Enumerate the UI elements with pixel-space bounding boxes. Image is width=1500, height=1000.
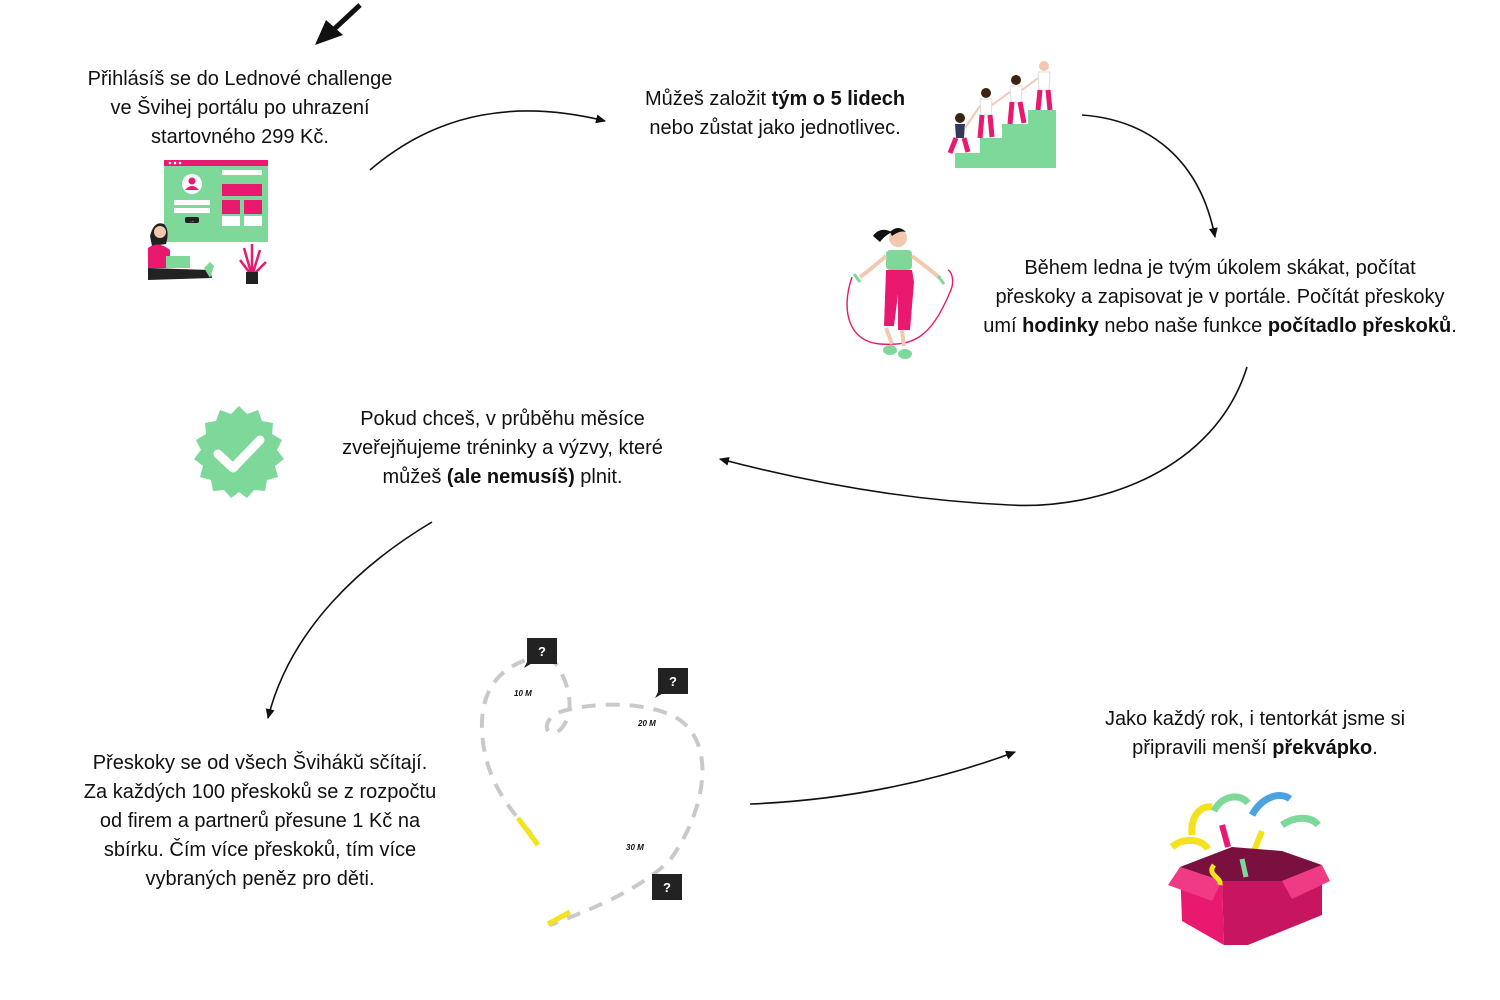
arrow-team-to-jumping [1081,114,1218,239]
emphasis-text: (ale nemusíš) [446,466,575,488]
arrow-trainings-to-counting [265,521,433,720]
text-line: vybraných peněz pro děti. [60,865,460,894]
text-segment: připravili menší [1132,737,1273,759]
text-segment: Jako každý rok, i tentorkát jsme si [1104,708,1406,730]
text-line: Přeskoky se od všech Švihákŭ sčítají. [60,749,460,778]
arrow-counting-to-surprise [749,750,1017,805]
text-segment: ve Švihej portálu po uhrazení [110,97,370,119]
text-line: sbírku. Čím více přeskoků, tím více [60,836,460,865]
step-registration-text: Přihlásíš se do Lednové challenge ve Švih… [60,65,420,152]
step-team-text: Můžeš založit tým o 5 lidech nebo zůstat … [610,85,940,143]
step-surprise-text: Jako každý rok, i tentorkát jsme si připr… [1070,705,1440,763]
registration-illustration: → [148,160,268,284]
text-segment: Pokud chceš, v průběhu měsíce [360,408,645,430]
marker-bubble-3: ? [652,874,682,900]
marker-symbol-3: ? [663,880,671,895]
text-segment: Můžeš založit [644,88,772,110]
text-line: přeskoky a zapisovat je v portále. Počít… [960,283,1480,312]
text-segment: umí [983,315,1023,337]
check-badge-icon [194,406,284,498]
text-segment: . [1451,315,1457,337]
text-segment: můžeš [382,466,447,488]
text-segment: nebo naše funkce [1098,315,1268,337]
distance-label-30m: 30 M [626,843,644,852]
text-segment: startovného 299 Kč. [151,126,329,148]
text-line: Přihlásíš se do Lednové challenge [60,65,420,94]
step-trainings-text: Pokud chceš, v průběhu měsíce zveřejňujem… [320,405,685,492]
start-pointer-arrow [315,3,362,45]
text-line: Za každých 100 přeskoků se z rozpočtu [60,778,460,807]
text-segment: Za každých 100 přeskoků se z rozpočtu [83,781,437,803]
text-segment: vybraných peněz pro děti. [145,868,375,890]
text-segment: nebo zůstat jako jednotlivec. [649,117,901,139]
text-line: ve Švihej portálu po uhrazení [60,94,420,123]
text-line: zveřejňujeme tréninky a výzvy, které [320,434,685,463]
text-line: můžeš (ale nemusíš) plnit. [320,463,685,492]
form-submit-label: → [190,218,195,224]
text-line: připravili menší překvápko. [1070,734,1440,763]
text-segment: Přihlásíš se do Lednové challenge [87,68,393,90]
marker-symbol-1: ? [538,644,546,659]
text-segment: od firem a partnerů přesune 1 Kč na [99,810,421,832]
jump-rope-illustration [846,228,954,359]
text-line: startovného 299 Kč. [60,123,420,152]
marker-symbol-2: ? [669,674,677,689]
gift-box-illustration [1168,792,1330,945]
distance-label-10m: 10 M [514,689,532,698]
text-line: od firem a partnerů přesune 1 Kč na [60,807,460,836]
text-segment: sbírku. Čím více přeskoků, tím více [103,839,417,861]
text-segment: Přeskoky se od všech Švihákŭ sčítají. [92,752,428,774]
distance-label-20m: 20 M [637,719,656,728]
text-segment: plnit. [574,466,623,488]
text-line: Můžeš založit tým o 5 lidech [610,85,940,114]
text-segment: . [1372,737,1378,759]
text-line: umí hodinky nebo naše funkce počítadlo p… [960,312,1480,341]
text-line: Jako každý rok, i tentorkát jsme si [1070,705,1440,734]
route-map-illustration: ? ? ? 10 M 20 M 30 M [479,638,705,927]
emphasis-text: tým o 5 lidech [771,88,906,110]
team-stairs-illustration [947,61,1056,168]
text-line: Během ledna je tvým úkolem skákat, počít… [960,254,1480,283]
step-counting-text: Přeskoky se od všech Švihákŭ sčítají. Za … [60,749,460,894]
step-jumping-text: Během ledna je tvým úkolem skákat, počít… [960,254,1480,341]
emphasis-text: počítadlo přeskoků [1267,315,1452,337]
emphasis-text: překvápko [1272,737,1373,759]
arrow-jumping-to-trainings [718,366,1248,507]
text-line: Pokud chceš, v průběhu měsíce [320,405,685,434]
marker-bubble-2: ? [655,668,688,698]
arrow-registration-to-team [369,110,607,171]
marker-bubble-1: ? [524,638,557,668]
text-segment: zveřejňujeme tréninky a výzvy, které [342,437,663,459]
text-segment: přeskoky a zapisovat je v portále. Počít… [995,286,1445,308]
emphasis-text: hodinky [1022,315,1099,337]
text-line: nebo zůstat jako jednotlivec. [610,114,940,143]
text-segment: Během ledna je tvým úkolem skákat, počít… [1024,257,1416,279]
